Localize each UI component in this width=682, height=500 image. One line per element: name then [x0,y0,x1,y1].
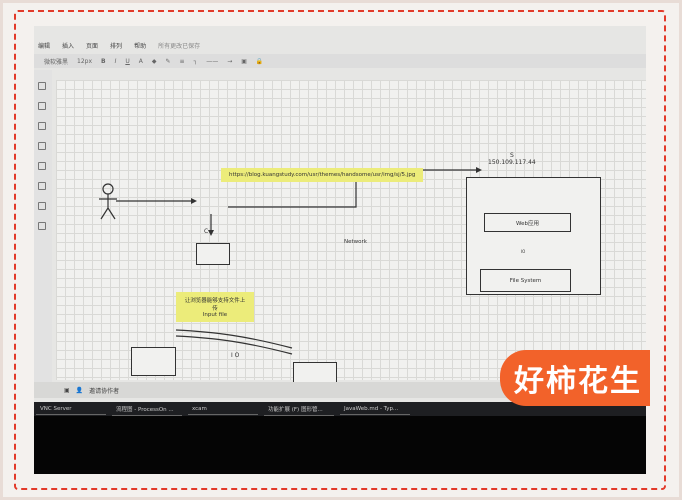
file-system-box[interactable]: File System [480,269,571,292]
underline-button[interactable]: U [125,57,130,65]
line-color-icon[interactable]: ✎ [165,57,171,65]
menu-bar: 编辑 插入 页面 排列 帮助 所有更改已保存 [34,38,646,52]
shape-icon[interactable] [38,142,46,150]
shape-panel [34,70,52,385]
save-icon[interactable]: ▣ [64,386,70,394]
line-style-icon[interactable]: ≡ [179,57,185,65]
shape-icon[interactable] [38,122,46,130]
shape-icon[interactable] [38,202,46,210]
task-xcam[interactable]: xcam [188,404,258,415]
font-select[interactable]: 微软雅黑 [44,58,69,66]
fill-icon[interactable]: ◆ [151,57,157,65]
task-vnc[interactable]: VNC Server [36,404,106,415]
user-icon: 👤 [75,386,84,394]
menu-edit[interactable]: 编辑 [38,42,51,50]
io-label-2: I O [231,352,240,359]
shape-icon[interactable] [38,222,46,230]
screen: 编辑 插入 页面 排列 帮助 所有更改已保存 微软雅黑 12px B I U A… [34,26,646,474]
server-name: S [509,152,514,159]
client-box[interactable] [196,243,230,265]
menu-insert[interactable]: 插入 [62,42,75,50]
front-icon[interactable]: ▣ [241,57,247,65]
shape-icon[interactable] [38,182,46,190]
font-color-button[interactable]: A [138,57,143,65]
line-icon[interactable]: —— [206,57,219,65]
menu-arrange[interactable]: 排列 [110,42,123,50]
screen-bezel [34,416,646,474]
italic-button[interactable]: I [114,57,117,65]
watermark: 好柿花生 [500,350,650,406]
diagram-canvas[interactable]: https://blog.kuangstudy.com/usr/themes/h… [56,80,646,391]
bottom-bar: ▣ 👤 邀请协作者 [34,382,646,398]
menu-help[interactable]: 帮助 [134,42,147,50]
edge-io-2 [175,335,293,355]
edge-io-1 [175,329,293,349]
io-label: IO [521,249,526,254]
network-label: Network [344,239,367,245]
arrow-icon[interactable]: → [227,57,233,65]
task-explorer[interactable]: 功能扩展 (F) 图形管... [264,403,334,416]
toolbar: 微软雅黑 12px B I U A ◆ ✎ ≡ ┐ —— → ▣ 🔒 [34,54,646,68]
connector-icon[interactable]: ┐ [193,57,198,65]
web-app-box[interactable]: Web应用 [484,213,571,232]
shape-icon[interactable] [38,162,46,170]
taskbar: VNC Server 流程图 - ProcessOn ... xcam 功能扩展… [34,402,646,416]
save-status: 所有更改已保存 [158,42,201,50]
bold-button[interactable]: B [101,57,106,65]
lock-icon[interactable]: 🔒 [255,57,264,65]
actor-head [102,183,114,195]
server-ip: 150.109.117.44 [488,159,536,166]
invite-button[interactable]: 邀请协作者 [89,387,120,395]
actor-body [99,194,117,220]
source-box[interactable] [131,347,176,376]
task-processon[interactable]: 流程图 - ProcessOn ... [112,403,182,416]
dashed-border [14,10,666,490]
menu-page[interactable]: 页面 [86,42,99,50]
shape-icon[interactable] [38,102,46,110]
url-note[interactable]: https://blog.kuangstudy.com/usr/themes/h… [221,168,424,182]
client-label: C [204,228,209,235]
shape-icon[interactable] [38,82,46,90]
task-typora[interactable]: JavaWeb.md - Typ... [340,404,410,415]
font-size-select[interactable]: 12px [77,57,93,65]
